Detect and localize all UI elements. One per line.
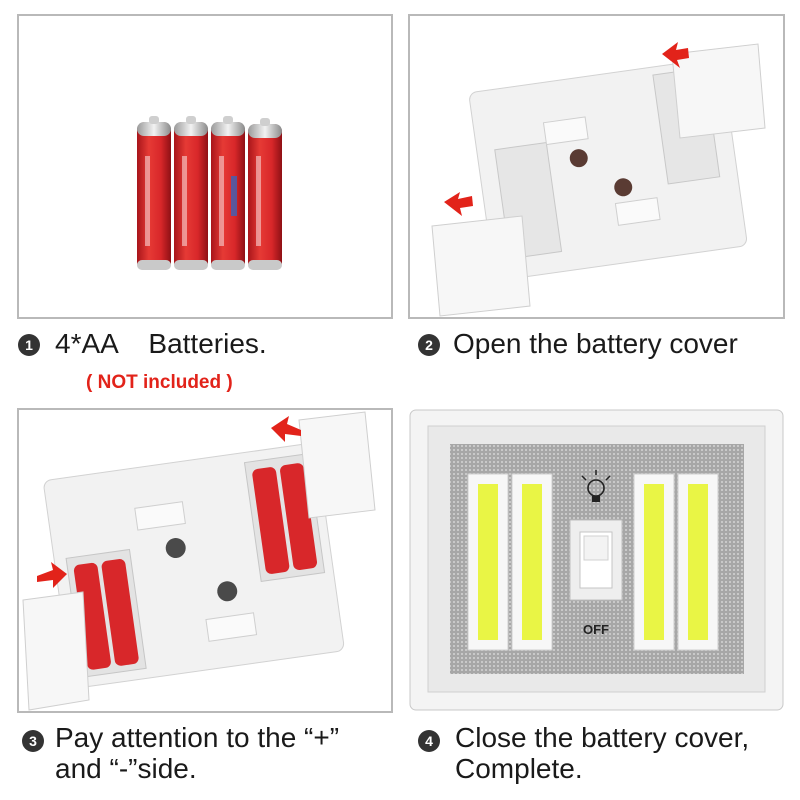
step-3-badge: 3 bbox=[22, 730, 44, 752]
red-arrow-icon bbox=[662, 42, 689, 68]
battery-icon bbox=[211, 116, 245, 270]
led-strip bbox=[467, 473, 509, 651]
step-3-caption: Pay attention to the “+” and “-”side. bbox=[55, 722, 340, 784]
step-4-caption: Close the battery cover, Complete. bbox=[455, 722, 750, 784]
red-arrow-icon bbox=[37, 562, 67, 588]
red-arrow-icon bbox=[444, 192, 473, 216]
battery-cover-left bbox=[22, 591, 90, 711]
battery-cover-right bbox=[298, 411, 376, 519]
step-4-badge: 4 bbox=[418, 730, 440, 752]
red-arrow-icon bbox=[271, 416, 301, 442]
battery-icon bbox=[252, 463, 318, 574]
battery-icon bbox=[174, 116, 208, 270]
switch-label: OFF bbox=[583, 622, 609, 637]
battery-icon bbox=[73, 559, 139, 670]
step-2-caption: Open the battery cover bbox=[453, 328, 738, 359]
toggle-switch-icon bbox=[569, 519, 623, 601]
batteries-illustration bbox=[137, 116, 282, 270]
insert-batteries-illustration bbox=[22, 411, 376, 711]
battery-icon bbox=[137, 116, 171, 270]
step-2-badge: 2 bbox=[418, 334, 440, 356]
led-strip bbox=[511, 473, 553, 651]
step-3-image-panel bbox=[17, 408, 393, 713]
step-2-image-panel bbox=[408, 14, 785, 319]
battery-cover-right bbox=[671, 43, 766, 139]
led-strip bbox=[633, 473, 675, 651]
open-cover-illustration bbox=[431, 42, 766, 317]
finished-light-illustration: OFF bbox=[409, 409, 784, 711]
battery-icon bbox=[248, 118, 282, 270]
led-strip bbox=[677, 473, 719, 651]
step-1-caption: 4*AA Batteries. bbox=[55, 328, 267, 359]
step-1-badge: 1 bbox=[18, 334, 40, 356]
step-4-image-panel: OFF bbox=[408, 408, 785, 713]
bulb-icon bbox=[581, 470, 611, 502]
step-1-image-panel bbox=[17, 14, 393, 319]
battery-cover-left bbox=[431, 215, 531, 317]
not-included-note: ( NOT included ) bbox=[86, 372, 233, 393]
